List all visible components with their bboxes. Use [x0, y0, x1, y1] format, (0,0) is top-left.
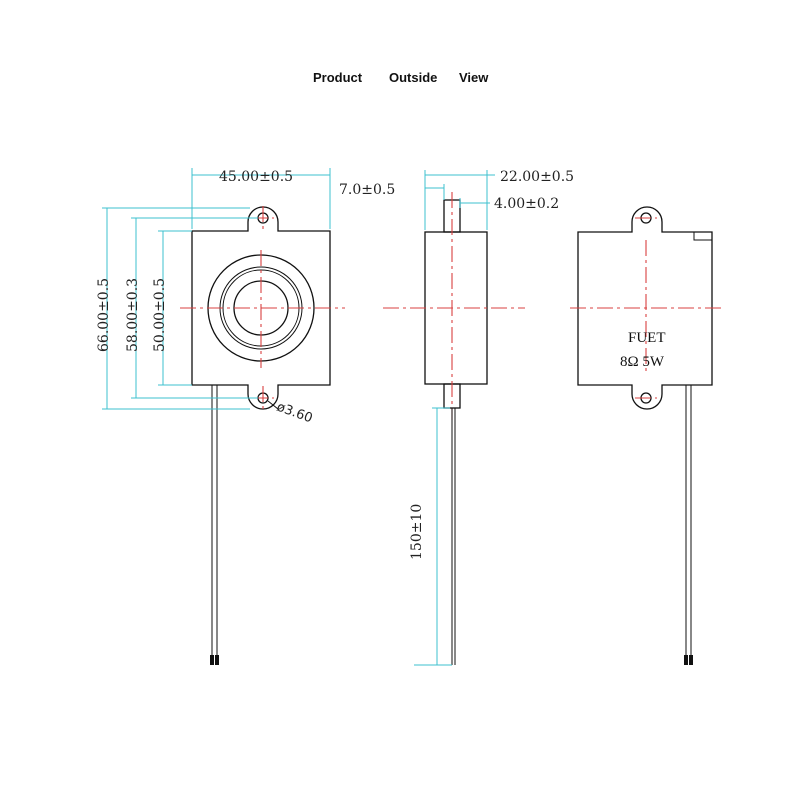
- title-word-outside: Outside: [389, 70, 437, 85]
- hole-spacing-text: 58.00±0.3: [125, 278, 141, 352]
- back-body-outline: [577, 206, 713, 410]
- stub-width-text: 4.00±0.2: [494, 196, 559, 212]
- back-view: FUET 8Ω 5W: [570, 206, 722, 665]
- title-word-view: View: [459, 70, 489, 85]
- front-body-outline: [191, 206, 331, 410]
- rating-label: 8Ω 5W: [620, 354, 665, 370]
- back-wire-tip-left: [684, 655, 688, 665]
- overall-height-text: 66.00±0.5: [96, 278, 112, 352]
- body-height-text: 50.00±0.5: [152, 278, 168, 352]
- front-view-dimensions: 45.00±0.5 66.00±0.5 58.00±0.3 50.00±0.5 …: [96, 168, 331, 427]
- front-wire-tip-right: [215, 655, 219, 665]
- depth-text: 22.00±0.5: [500, 169, 574, 185]
- width-dimension-text: 45.00±0.5: [219, 169, 293, 185]
- protrusion-text: 7.0±0.5: [339, 182, 395, 198]
- side-view: [383, 192, 525, 665]
- hole-dia-text: ø3.60: [275, 400, 315, 427]
- title-word-product: Product: [313, 70, 363, 85]
- wire-length-text: 150±10: [409, 504, 425, 560]
- front-view: [180, 206, 345, 665]
- back-corner-tab: [693, 231, 713, 241]
- drawing-title: Product Outside View: [313, 70, 489, 85]
- back-wire-tip-right: [689, 655, 693, 665]
- front-wire-tip-left: [210, 655, 214, 665]
- hole-dia-leader: [267, 400, 279, 410]
- side-view-dimensions: 22.00±0.5 7.0±0.5 4.00±0.2 150±10: [339, 169, 574, 666]
- brand-label: FUET: [628, 330, 666, 346]
